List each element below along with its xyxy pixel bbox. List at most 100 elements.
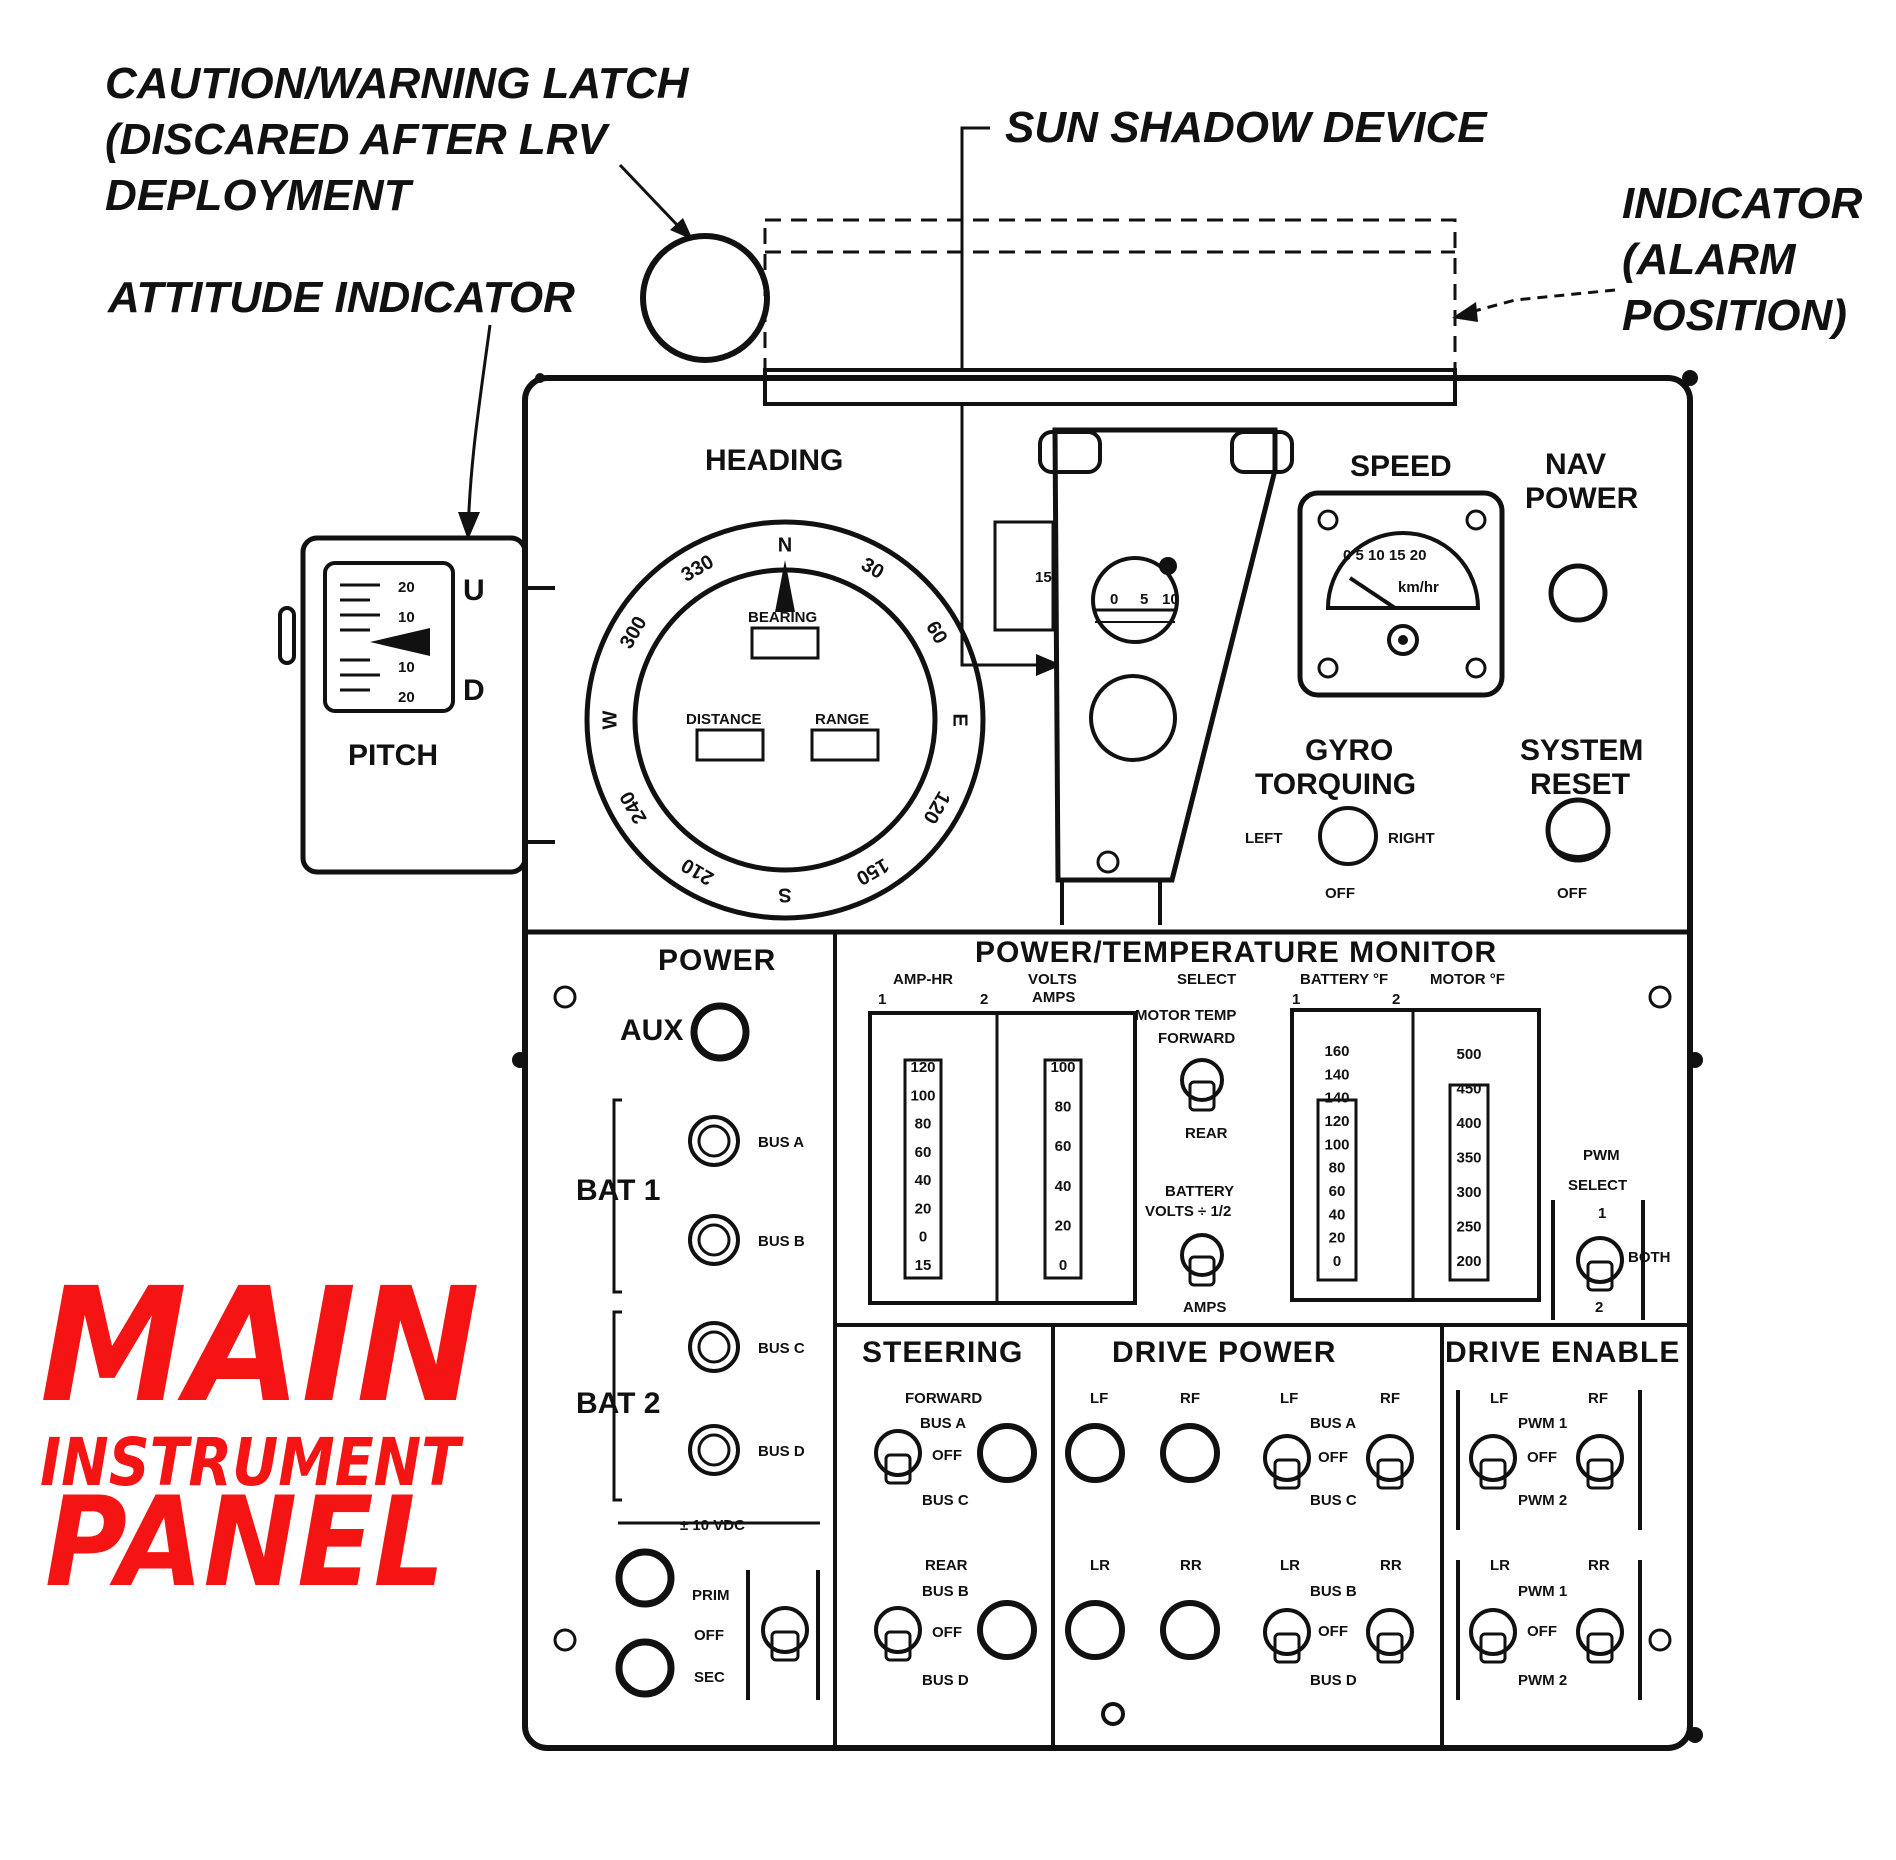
de-front-left-switch[interactable] (1469, 1434, 1517, 1482)
dp-off-label: OFF (1318, 1449, 1348, 1466)
steering-bus-c-label: BUS C (922, 1492, 969, 1509)
motor-temp-tick-6: 200 (1456, 1253, 1481, 1270)
heading-label: HEADING (705, 444, 843, 477)
de-pwm1b-label: PWM 1 (1518, 1583, 1567, 1600)
dp-front-right-switch[interactable] (1366, 1434, 1414, 1482)
gyro-label-2: TORQUING (1255, 768, 1416, 801)
attitude-indicator-label: ATTITUDE INDICATOR (107, 273, 575, 322)
nav-power-label-2: POWER (1525, 482, 1639, 515)
indicator-label-line3: POSITION) (1622, 291, 1847, 340)
motor-temp-label: MOTOR TEMP (1135, 1007, 1236, 1024)
de-pwm2b-label: PWM 2 (1518, 1672, 1567, 1689)
caution-label-line2: (DISCARED AFTER LRV (105, 115, 611, 164)
battery-volts-switch[interactable] (1180, 1233, 1224, 1277)
battery-f-label: BATTERY °F (1300, 971, 1388, 988)
amp-hr-label: AMP-HR (893, 971, 953, 988)
vdc-selector-switch[interactable] (761, 1606, 809, 1654)
compass-label-300: 300 (616, 613, 652, 653)
dp-rf-label: RF (1180, 1390, 1200, 1407)
prim-outlet[interactable] (615, 1548, 675, 1608)
dp-rear-left-switch[interactable] (1263, 1608, 1311, 1656)
dp-front-left-switch[interactable] (1263, 1434, 1311, 1482)
drive-power-title: DRIVE POWER (1112, 1336, 1336, 1369)
compass-label-s: S (778, 884, 791, 906)
steering-rear-breaker[interactable] (977, 1600, 1037, 1660)
motor-temp-select-switch[interactable] (1180, 1058, 1224, 1102)
title-instrument: INSTRUMENT (40, 1424, 464, 1501)
de-rear-right-switch[interactable] (1576, 1608, 1624, 1656)
dp-lr-label: LR (1090, 1557, 1110, 1574)
compass-label-120: 120 (918, 787, 954, 827)
amphr-tick-4: 40 (915, 1172, 932, 1189)
steering-forward-breaker[interactable] (977, 1423, 1037, 1483)
motor-temp-tick-0: 500 (1456, 1046, 1481, 1063)
battery-temp-tick-1: 140 (1324, 1066, 1349, 1083)
amphr-tick-1: 100 (910, 1087, 935, 1104)
dp-rr-breaker[interactable] (1160, 1600, 1220, 1660)
bus-d-breaker[interactable] (688, 1424, 740, 1476)
steering-rear-switch[interactable] (874, 1606, 922, 1654)
bus-b-label: BUS B (758, 1233, 805, 1250)
sec-outlet[interactable] (615, 1638, 675, 1698)
amphr-tick-0: 120 (910, 1059, 935, 1076)
system-reset-off-label: OFF (1557, 885, 1587, 902)
title-panel: PANEL (45, 1471, 445, 1615)
gyro-right-label: RIGHT (1388, 830, 1435, 847)
bus-c-breaker[interactable] (688, 1321, 740, 1373)
motor-temp-tick-5: 250 (1456, 1218, 1481, 1235)
distance-label: DISTANCE (686, 711, 762, 728)
bus-b-breaker[interactable] (688, 1214, 740, 1266)
volts-tick-3: 40 (1055, 1178, 1072, 1195)
amphr-tick-3: 60 (915, 1144, 932, 1161)
steering-off2-label: OFF (932, 1624, 962, 1641)
pwm-select-switch[interactable] (1576, 1236, 1624, 1284)
gyro-off-label: OFF (1325, 885, 1355, 902)
meter-num-1b: 1 (1292, 991, 1300, 1008)
rear-label: REAR (1185, 1125, 1228, 1142)
caution-latch-ring (640, 233, 770, 363)
pitch-tick-10-up: 10 (398, 609, 415, 626)
leader-arrowheads (458, 218, 1478, 676)
compass-label-n: N (778, 534, 792, 556)
aux-outlet[interactable] (690, 1002, 750, 1062)
de-front-right-switch[interactable] (1576, 1434, 1624, 1482)
steering-forward-switch[interactable] (874, 1429, 922, 1477)
motor-temp-tick-1: 450 (1456, 1080, 1481, 1097)
dp-rr-label: RR (1180, 1557, 1202, 1574)
battery-temp-tick-2: 140 (1324, 1090, 1349, 1107)
battery-temp-tick-4: 100 (1324, 1136, 1349, 1153)
speed-unit: km/hr (1398, 579, 1439, 596)
drive-enable-title: DRIVE ENABLE (1445, 1336, 1680, 1369)
steering-off-label: OFF (932, 1447, 962, 1464)
gyro-torquing-switch[interactable] (1318, 806, 1378, 866)
select-label: SELECT (1177, 971, 1236, 988)
battery-temp-tick-8: 20 (1329, 1230, 1346, 1247)
dp-rf-breaker[interactable] (1160, 1423, 1220, 1483)
system-reset-button[interactable] (1545, 797, 1611, 863)
compass-label-30: 30 (857, 554, 887, 584)
volts-tick-5: 0 (1059, 1257, 1067, 1274)
dp-lr-breaker[interactable] (1065, 1600, 1125, 1660)
compass-label-330: 330 (678, 551, 718, 587)
compass-label-w: W (599, 710, 621, 729)
sun-scale-15: 15 (1035, 569, 1052, 586)
pwm-1-label: 1 (1598, 1205, 1606, 1222)
dp-rear-right-switch[interactable] (1366, 1608, 1414, 1656)
aux-label: AUX (620, 1014, 683, 1047)
sun-scale-0: 0 (1110, 591, 1118, 608)
pwm-2-label: 2 (1595, 1299, 1603, 1316)
dp-lf-label: LF (1090, 1390, 1108, 1407)
compass-label-210: 210 (678, 853, 718, 889)
bearing-label: BEARING (748, 609, 817, 626)
power-bus-breakers: BUS A BUS B BUS C BUS D (688, 1115, 805, 1476)
sun-shadow-device: 15 0 5 10 (993, 427, 1294, 925)
volts-label: VOLTS (1028, 971, 1077, 988)
motor-temp-tick-4: 300 (1456, 1184, 1481, 1201)
bus-a-breaker[interactable] (688, 1115, 740, 1167)
dp-lf-breaker[interactable] (1065, 1423, 1125, 1483)
dp-bus-c-label: BUS C (1310, 1492, 1357, 1509)
nav-power-button[interactable] (1548, 563, 1608, 623)
meter-num-1: 1 (878, 991, 886, 1008)
gyro-left-label: LEFT (1245, 830, 1283, 847)
de-rear-left-switch[interactable] (1469, 1608, 1517, 1656)
